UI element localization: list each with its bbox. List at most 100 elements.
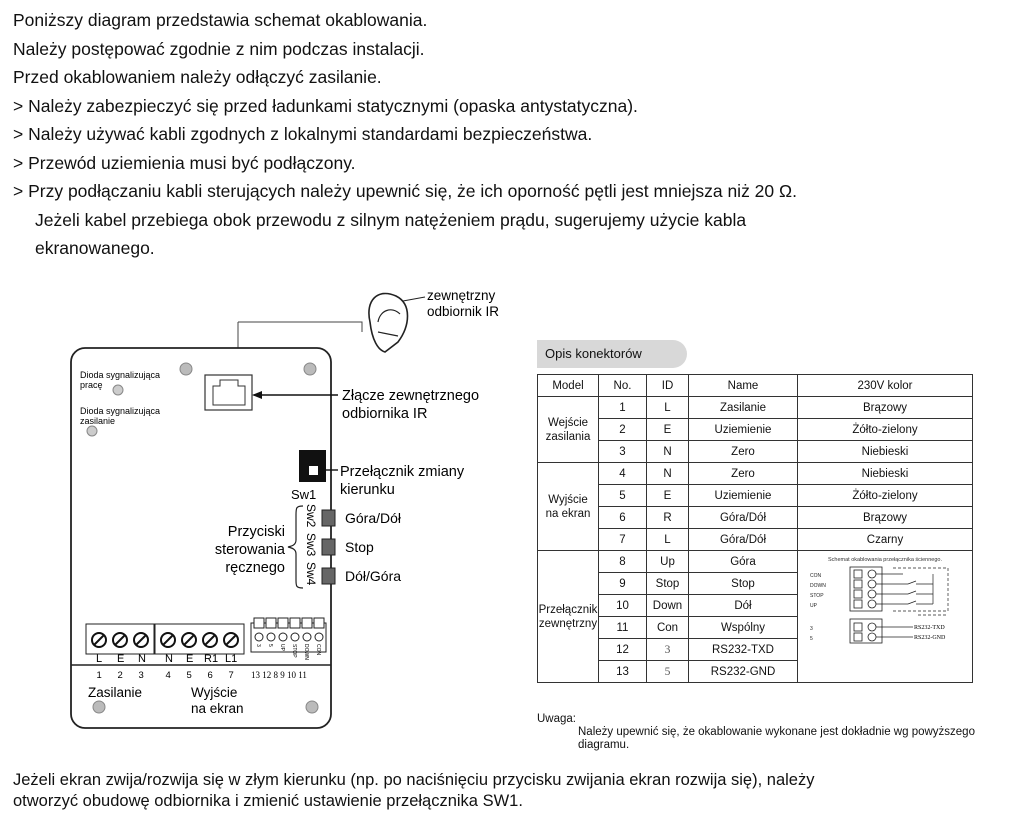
cell-name: Zasilanie: [688, 396, 798, 419]
connector-pin-circle: [254, 632, 264, 642]
connector-pin-square: [277, 617, 289, 629]
connector-pin-square: [265, 617, 277, 629]
intro-line: > Należy zabezpieczyć się przed ładunkam…: [13, 95, 638, 116]
connector-pin-label: 3: [255, 644, 261, 647]
cell-name: Wspólny: [688, 616, 798, 639]
connector-pin-label: 5: [267, 644, 273, 647]
intro-line: ekranowanego.: [35, 238, 155, 258]
intro-line: Przed okablowaniem należy odłączyć zasil…: [13, 67, 382, 87]
cell-no: 13: [598, 660, 647, 683]
connector-pin-label: UP: [279, 644, 285, 652]
connector-pin-circle: [278, 632, 288, 642]
cell-name: Uziemienie: [688, 418, 798, 441]
connector-pin-label: STOP: [291, 644, 297, 658]
terminal-number: 7: [229, 670, 234, 681]
table-header: No.: [598, 374, 647, 397]
led-work-icon: [112, 384, 124, 396]
table-row: 7 L Góra/Dół Czarny: [538, 528, 973, 551]
ir-receiver-icon: [368, 292, 409, 353]
terminal-number: 5: [187, 670, 192, 681]
connector-numbers: 13 12 8 9 10 11: [251, 670, 307, 680]
connector-pin-circle: [290, 632, 300, 642]
cell-no: 1: [598, 396, 647, 419]
led-power-icon: [86, 425, 98, 437]
connector-pin-square: [253, 617, 265, 629]
cell-id: E: [646, 484, 689, 507]
intro-line: > Przy podłączaniu kabli sterujących nal…: [13, 181, 797, 201]
footer-text: Jeżeli ekran zwija/rozwija się w złym ki…: [13, 770, 814, 812]
table-header: Model: [537, 374, 599, 397]
cell-no: 3: [598, 440, 647, 463]
table-header-row: Model No. ID Name 230V kolor: [537, 374, 973, 397]
terminal-number: 1: [97, 670, 102, 681]
schematic-label: CON: [810, 573, 822, 579]
schematic-title: Schemat okablowania przełącznika ścienne…: [828, 557, 943, 563]
sw3-button: [321, 538, 336, 556]
terminal-block: [85, 623, 245, 655]
cell-name: Uziemienie: [688, 484, 798, 507]
cell-name: RS232-GND: [688, 660, 798, 683]
cell-no: 6: [598, 506, 647, 529]
cell-color: Brązowy: [797, 506, 973, 529]
intro-line: > Przewód uziemienia musi być podłączony…: [13, 152, 356, 173]
terminal-letter: N: [138, 653, 146, 665]
cell-name: Zero: [688, 462, 798, 485]
cell-id: N: [646, 440, 689, 463]
btn-downup-label: Dół/Góra: [345, 568, 401, 584]
cell-id: E: [646, 418, 689, 441]
cell-no: 4: [598, 462, 647, 485]
cell-id: Up: [646, 550, 689, 573]
cell-name: Góra/Dół: [688, 528, 798, 551]
sw4-label: Sw4: [304, 562, 318, 586]
terminal-letter: N: [165, 653, 173, 665]
cell-color: Żółto-zielony: [797, 484, 973, 507]
schematic-label: STOP: [810, 593, 824, 599]
sw3-label: Sw3: [304, 533, 318, 557]
cell-no: 12: [598, 638, 647, 661]
cell-color: Niebieski: [797, 440, 973, 463]
table-header: ID: [646, 374, 689, 397]
terminal-letter: L: [96, 653, 102, 665]
table-row: 13 5 RS232-GND: [538, 660, 973, 683]
cell-id: Stop: [646, 572, 689, 595]
btn-updown-label: Góra/Dół: [345, 510, 402, 526]
wall-switch-schematic: Schemat okablowania przełącznika ścienne…: [810, 557, 949, 644]
cell-id: Down: [646, 594, 689, 617]
table-row: 6 R Góra/Dół Brązowy: [538, 506, 973, 529]
terminal-letter: L1: [225, 653, 237, 665]
cell-no: 9: [598, 572, 647, 595]
wall-switch-schematic-cell: Schemat okablowania przełącznika ścienne…: [797, 550, 973, 683]
cell-id: Con: [646, 616, 689, 639]
intro-line: Jeżeli kabel przebiega obok przewodu z s…: [35, 209, 747, 230]
sw2-button: [321, 509, 336, 527]
cell-name: Góra/Dół: [688, 506, 798, 529]
intro-line: > Należy używać kabli zgodnych z lokalny…: [13, 124, 593, 144]
cell-color: Czarny: [797, 528, 973, 551]
cell-id: 3: [646, 638, 689, 661]
connector-pin-circle: [302, 632, 312, 642]
schematic-rs-txd: RS232-TXD: [914, 625, 945, 631]
ir-connector-icon: [204, 374, 253, 411]
cell-no: 11: [598, 616, 647, 639]
table-header: 230V kolor: [797, 374, 973, 397]
cell-no: 10: [598, 594, 647, 617]
schematic-label: DOWN: [810, 583, 826, 589]
note-title: Uwaga:: [537, 713, 576, 725]
terminal-letter: E: [117, 653, 124, 665]
sw4-button: [321, 567, 336, 585]
cell-id: 5: [646, 660, 689, 683]
cell-color: Niebieski: [797, 462, 973, 485]
terminal-letter: R1: [204, 653, 218, 665]
cell-no: 2: [598, 418, 647, 441]
